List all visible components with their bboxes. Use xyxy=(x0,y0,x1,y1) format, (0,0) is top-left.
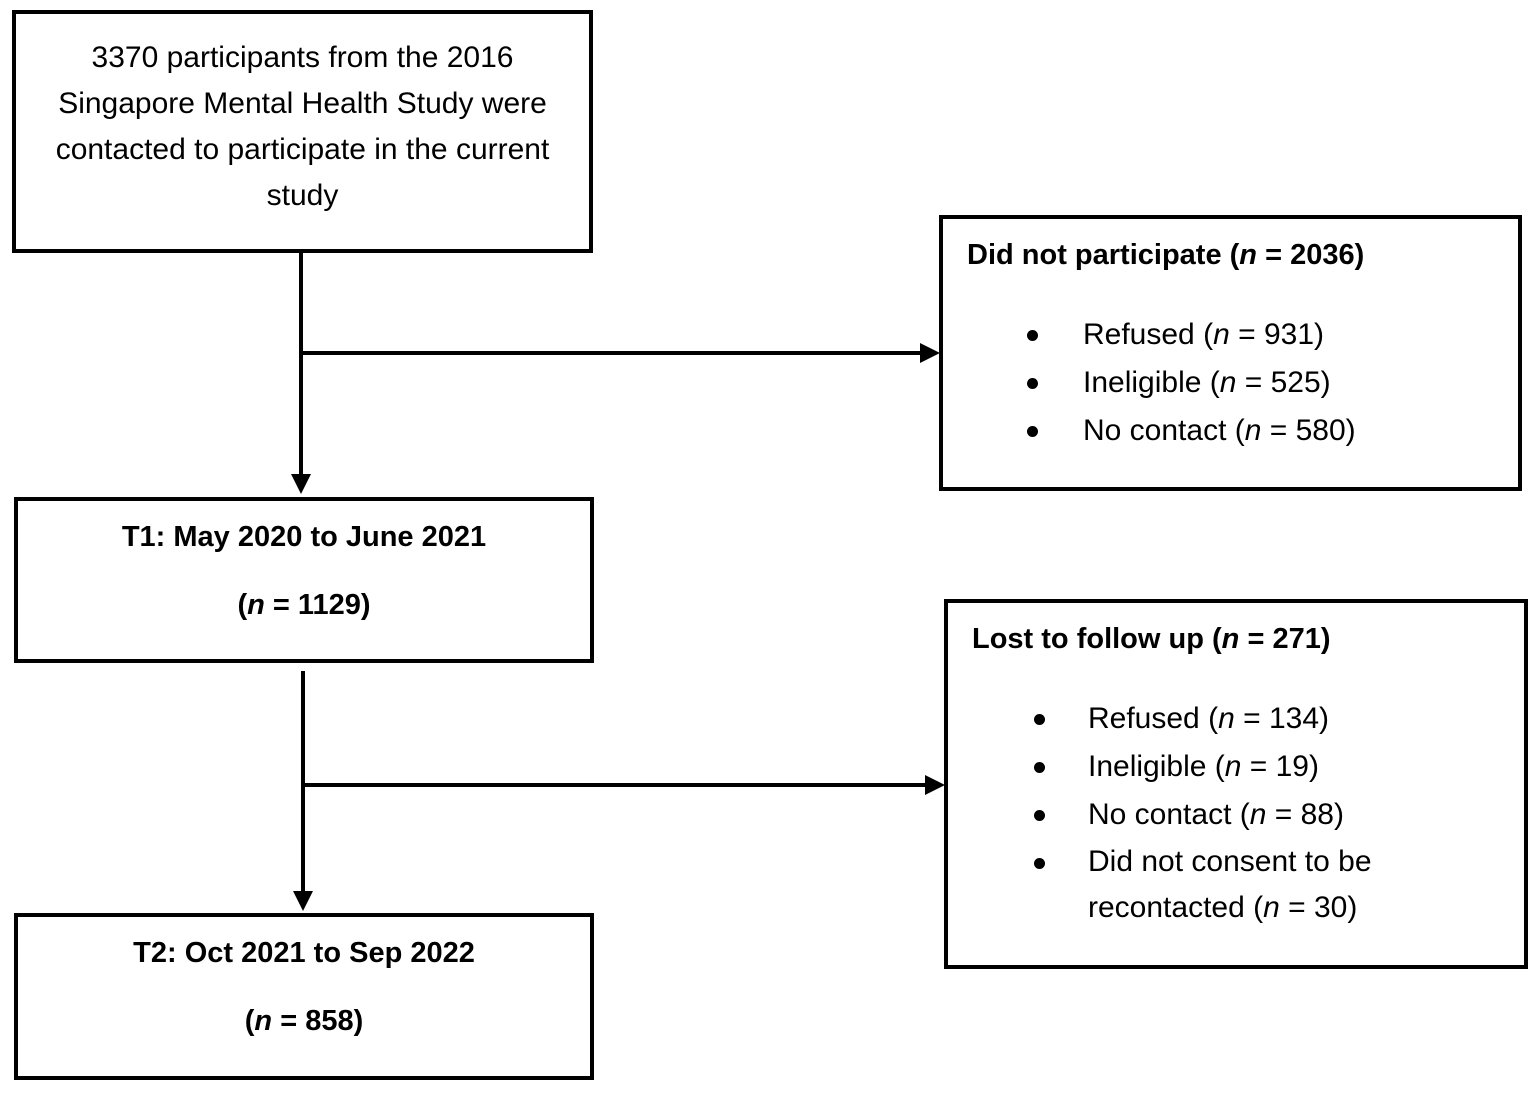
list-item: Refused (n = 931) xyxy=(943,311,1518,359)
list-item: No contact (n = 88) xyxy=(948,791,1524,839)
lost-to-follow-up-heading: Lost to follow up (n = 271) xyxy=(972,623,1331,655)
t1-title: T1: May 2020 to June 2021 xyxy=(121,521,487,553)
bullet-icon xyxy=(1034,714,1045,725)
bullet-icon xyxy=(1027,378,1038,389)
arrowhead-t1 xyxy=(291,474,311,494)
box-t1: T1: May 2020 to June 2021 (n = 1129) xyxy=(14,497,594,663)
arrowhead-not-participate xyxy=(920,343,940,363)
did-not-participate-list: Refused (n = 931) Ineligible (n = 525) N… xyxy=(943,311,1518,455)
list-item: Ineligible (n = 19) xyxy=(948,743,1524,791)
box-initial-participants: 3370 participants from the 2016 Singapor… xyxy=(12,10,593,253)
arrowhead-lost xyxy=(925,775,945,795)
list-item: No contact (n = 580) xyxy=(943,407,1518,455)
box-did-not-participate: Did not participate (n = 2036) Refused (… xyxy=(939,215,1522,491)
bullet-icon xyxy=(1027,426,1038,437)
t2-title: T2: Oct 2021 to Sep 2022 xyxy=(133,937,475,969)
bullet-icon xyxy=(1027,330,1038,341)
initial-participants-text: 3370 participants from the 2016 Singapor… xyxy=(55,40,550,212)
box-t2: T2: Oct 2021 to Sep 2022 (n = 858) xyxy=(14,913,594,1080)
t2-count: (n = 858) xyxy=(244,1005,364,1037)
bullet-icon xyxy=(1034,762,1045,773)
bullet-icon xyxy=(1034,858,1045,869)
bullet-icon xyxy=(1034,810,1045,821)
list-item: Did not consent to be recontacted (n = 3… xyxy=(948,839,1524,932)
list-item: Ineligible (n = 525) xyxy=(943,359,1518,407)
lost-to-follow-up-list: Refused (n = 134) Ineligible (n = 19) No… xyxy=(948,695,1524,932)
list-item: Refused (n = 134) xyxy=(948,695,1524,743)
did-not-participate-heading: Did not participate (n = 2036) xyxy=(967,239,1365,271)
t1-count: (n = 1129) xyxy=(237,589,371,621)
arrowhead-t2 xyxy=(293,891,313,911)
box-lost-to-follow-up: Lost to follow up (n = 271) Refused (n =… xyxy=(944,599,1528,969)
